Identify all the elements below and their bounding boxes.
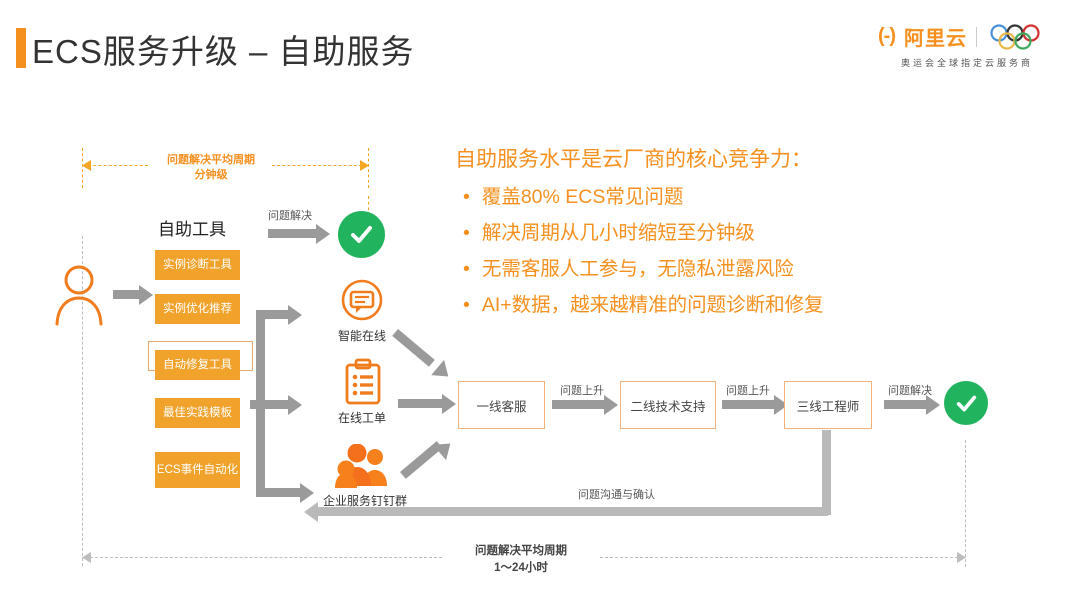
arrow-tools-to-success <box>268 229 316 238</box>
callout-bullet-0: 覆盖80% ECS常见问题 <box>463 180 824 209</box>
branch-trunk <box>250 400 288 409</box>
title-accent-bar <box>16 28 26 68</box>
top-band-left-rule <box>82 148 83 188</box>
channel-label-0: 智能在线 <box>337 329 386 343</box>
chat-bubble-icon <box>338 278 386 326</box>
left-boundary-rule <box>82 236 83 566</box>
branch-to-chat <box>256 310 288 319</box>
green-check-circle-icon-end <box>944 381 988 425</box>
feedback-arrow-head <box>304 502 318 522</box>
tool-box-1[interactable]: 实例优化推荐 <box>155 294 240 324</box>
channel-label-1: 在线工单 <box>337 411 386 425</box>
arrow-ticket-to-frontline-head <box>442 394 456 414</box>
green-check-circle-icon-top <box>338 211 385 258</box>
escalation-node-0[interactable]: 一线客服 <box>458 381 545 429</box>
right-boundary-rule <box>965 440 966 567</box>
brand-name: 阿里云 <box>904 28 967 50</box>
user-person-icon <box>52 264 106 326</box>
top-band-arrowhead-left <box>82 160 91 171</box>
escalation-node-2[interactable]: 三线工程师 <box>784 381 872 429</box>
arrow-to-success-final-head <box>926 395 940 415</box>
tool-label-0: 实例诊断工具 <box>163 258 232 271</box>
branch-trunk-head <box>288 395 302 415</box>
callout-bullet-3: AI+数据，越来越精准的问题诊断和修复 <box>463 288 824 317</box>
branch-to-chat-head <box>288 305 302 325</box>
top-band-right-rule <box>368 148 369 188</box>
page-title: ECS服务升级 – 自助服务 <box>32 33 415 70</box>
escalation-node-1-label: 二线技术支持 <box>630 399 706 414</box>
escalation-arrow-label-0: 问题上升 <box>560 385 604 397</box>
top-band-arrowhead-right <box>360 160 369 171</box>
logo-divider <box>976 26 977 47</box>
callout-bullet-1: 解决周期从几小时缩短至分钟级 <box>463 216 824 245</box>
arrow-dingtalk-to-frontline-head <box>433 435 457 461</box>
olympic-rings-icon <box>986 23 1056 50</box>
bottom-band-caption: 问题解决平均周期 1～24小时 <box>475 545 567 575</box>
tool-box-4[interactable]: ECS事件自动化 <box>155 452 240 488</box>
branch-to-dingtalk <box>256 488 300 497</box>
arrow-chat-to-frontline <box>392 329 435 367</box>
brand-tagline: 奥运会全球指定云服务商 <box>901 58 1034 68</box>
tool-box-0[interactable]: 实例诊断工具 <box>155 250 240 280</box>
arrow-to-success-final <box>884 400 926 409</box>
branch-vertical-down <box>256 400 265 497</box>
branch-to-dingtalk-head <box>300 483 314 503</box>
escalation-node-2-label: 三线工程师 <box>796 399 860 414</box>
arrow-chat-to-frontline-head <box>431 359 455 385</box>
top-band-caption: 问题解决平均周期 分钟级 <box>167 154 255 182</box>
alibaba-cloud-mark-icon: (-) <box>878 25 896 47</box>
arrow-ticket-to-frontline <box>398 399 442 408</box>
escalation-arrow-1 <box>722 400 774 409</box>
brand-logo: (-) 阿里云 奥运会全球指定云服务商 <box>878 22 1056 69</box>
arrow-user-to-tools-head <box>139 285 153 305</box>
escalation-arrow-0 <box>552 400 604 409</box>
feedback-horizontal <box>318 507 828 516</box>
bottom-band-rule-right <box>600 557 958 558</box>
tool-label-3: 最佳实践模板 <box>163 406 232 419</box>
tool-label-4: ECS事件自动化 <box>156 463 239 476</box>
tool-label-2: 自动修复工具 <box>163 358 232 371</box>
feedback-vertical <box>822 430 831 515</box>
escalation-arrow-0-head <box>604 395 618 415</box>
arrow-user-to-tools <box>113 290 139 299</box>
tool-box-3[interactable]: 最佳实践模板 <box>155 398 240 428</box>
top-band-arrow-left <box>88 165 148 166</box>
bottom-band-arrowhead-right <box>957 552 966 563</box>
people-group-icon <box>332 444 392 490</box>
branch-vertical-up <box>256 310 265 405</box>
bottom-band-rule-left <box>90 557 442 558</box>
feedback-label: 问题沟通与确认 <box>578 489 655 501</box>
bottom-band-arrowhead-left <box>82 552 91 563</box>
resolve-label-top: 问题解决 <box>268 210 312 222</box>
callout-heading: 自助服务水平是云厂商的核心竞争力： <box>455 148 812 171</box>
top-right-rule-tail <box>368 196 369 216</box>
escalation-arrow-label-1: 问题上升 <box>726 385 770 397</box>
callout-bullet-2: 无需客服人工参与，无隐私泄露风险 <box>463 252 824 281</box>
callout-panel: 自助服务水平是云厂商的核心竞争力： 覆盖80% ECS常见问题 解决周期从几小时… <box>455 143 824 324</box>
tool-box-2[interactable]: 自动修复工具 <box>155 350 240 380</box>
final-resolve-label: 问题解决 <box>888 385 932 397</box>
self-service-heading: 自助工具 <box>158 220 226 239</box>
escalation-node-0-label: 一线客服 <box>476 399 527 414</box>
arrow-tools-to-success-head <box>316 224 330 244</box>
escalation-node-1[interactable]: 二线技术支持 <box>620 381 716 429</box>
tool-label-1: 实例优化推荐 <box>163 302 232 315</box>
top-band-arrow-right <box>272 165 362 166</box>
channel-label-2: 企业服务钉钉群 <box>322 494 407 508</box>
clipboard-list-icon <box>340 358 386 408</box>
